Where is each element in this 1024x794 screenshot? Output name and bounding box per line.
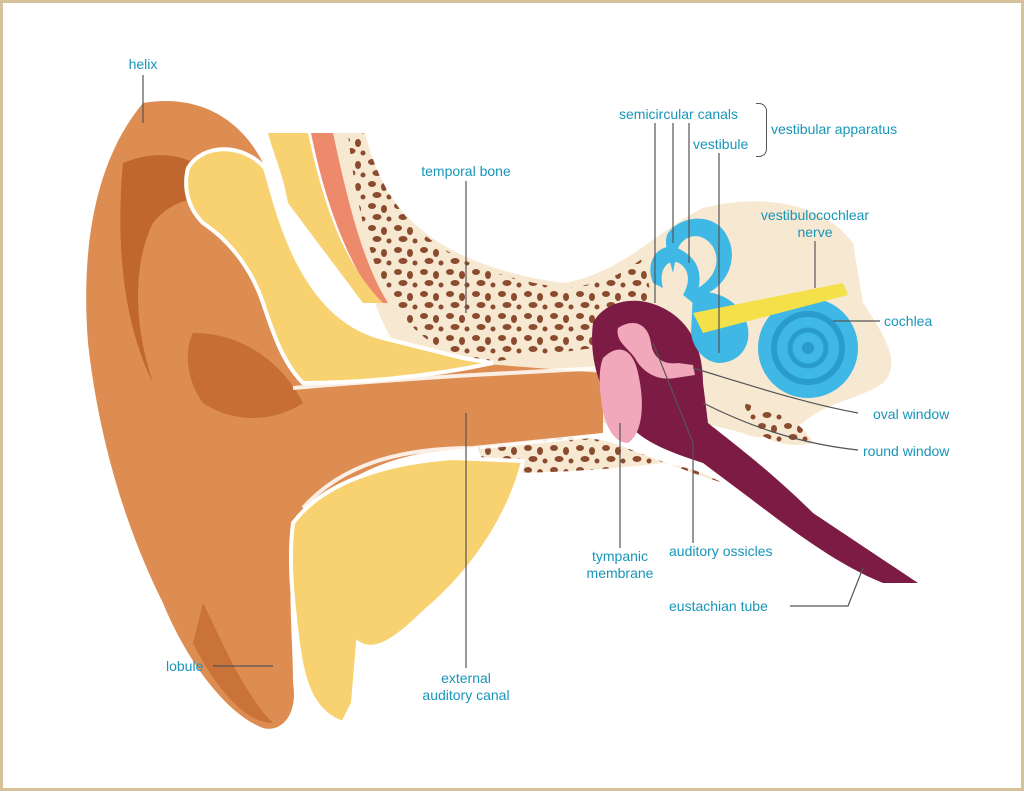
leader-lines	[142, 75, 880, 668]
cartilage-upper-back	[268, 133, 383, 303]
label-auditory-ossicles: auditory ossicles	[669, 543, 773, 559]
label-vestibulocochlear-nerve-1: vestibulocochlear	[760, 207, 870, 223]
auricle-concha	[187, 333, 303, 418]
label-vestibulocochlear-nerve-2: nerve	[797, 224, 833, 240]
skin-layer	[311, 133, 388, 303]
label-temporal-bone: temporal bone	[421, 163, 511, 179]
ear-anatomy-illustration	[86, 75, 918, 729]
label-oval-window: oval window	[873, 406, 950, 422]
label-vestibular-apparatus: vestibular apparatus	[771, 121, 898, 137]
label-external-auditory-canal-1: external	[441, 670, 491, 686]
temporal-bone-porous-right	[743, 403, 813, 445]
cartilage-upper	[184, 147, 494, 386]
temporal-bone-porous	[348, 133, 653, 363]
label-semicircular-canals: semicircular canals	[619, 106, 739, 122]
label-external-auditory-canal-2: auditory canal	[422, 687, 510, 703]
ossicles-shape	[617, 323, 695, 379]
label-vestibule: vestibule	[693, 136, 749, 152]
label-round-window: round window	[863, 443, 950, 459]
auricle	[86, 101, 603, 729]
tympanic-membrane-shape	[599, 349, 642, 443]
temporal-bone-porous-lower	[478, 437, 723, 483]
label-cochlea: cochlea	[884, 313, 933, 329]
label-helix: helix	[128, 56, 158, 72]
vestibulocochlear-nerve-shape	[693, 283, 848, 333]
label-tympanic-membrane-1: tympanic	[591, 548, 649, 564]
cartilage-lower	[288, 455, 526, 726]
label-lobule: lobule	[166, 658, 204, 674]
label-eustachian-tube: eustachian tube	[669, 598, 768, 614]
label-tympanic-membrane-2: membrane	[586, 565, 654, 581]
semicircular-canals-shape	[665, 218, 732, 313]
lobule-shade	[193, 603, 273, 723]
auricle-ridge	[120, 155, 228, 383]
vestibular-brace	[756, 103, 767, 157]
